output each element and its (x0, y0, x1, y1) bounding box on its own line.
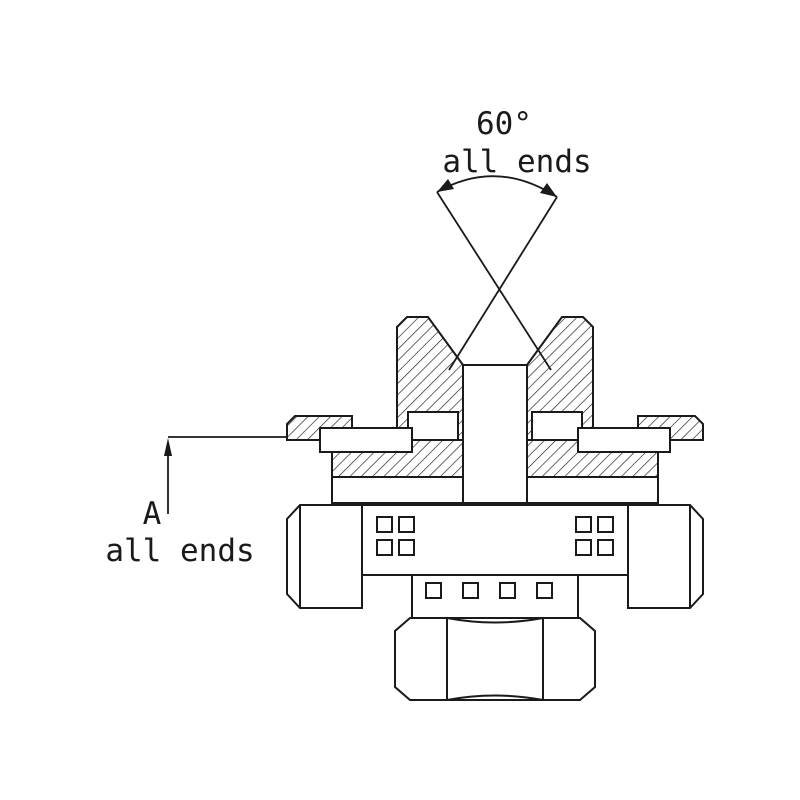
cone-angle-annotation: 60° all ends (436, 106, 592, 371)
left-undercut-notch (407, 411, 459, 441)
left-swivel-gap (319, 427, 413, 453)
cone-angle-scope: all ends (442, 144, 591, 180)
central-bore (462, 364, 528, 504)
dimension-a-annotation: A all ends (105, 436, 287, 569)
bottom-thread-squares (425, 582, 553, 599)
right-swivel-gap (577, 427, 671, 453)
dimension-a-arrow (164, 438, 172, 456)
right-hex-nut (627, 504, 704, 609)
cone-angle-arrow-left (437, 179, 454, 192)
right-thread-squares (575, 516, 614, 556)
fitting-body (286, 316, 704, 701)
left-hex-nut (286, 504, 363, 609)
cone-angle-value: 60° (476, 106, 532, 142)
dimension-a-label: A (143, 496, 162, 532)
cone-angle-leg-right (448, 196, 558, 371)
cone-angle-arrow-right (540, 183, 557, 197)
right-undercut-notch (531, 411, 583, 441)
dimension-a-scope: all ends (105, 533, 254, 569)
cone-angle-leg-left (436, 191, 552, 371)
left-thread-squares (376, 516, 415, 556)
bottom-hex-nut (394, 617, 596, 701)
